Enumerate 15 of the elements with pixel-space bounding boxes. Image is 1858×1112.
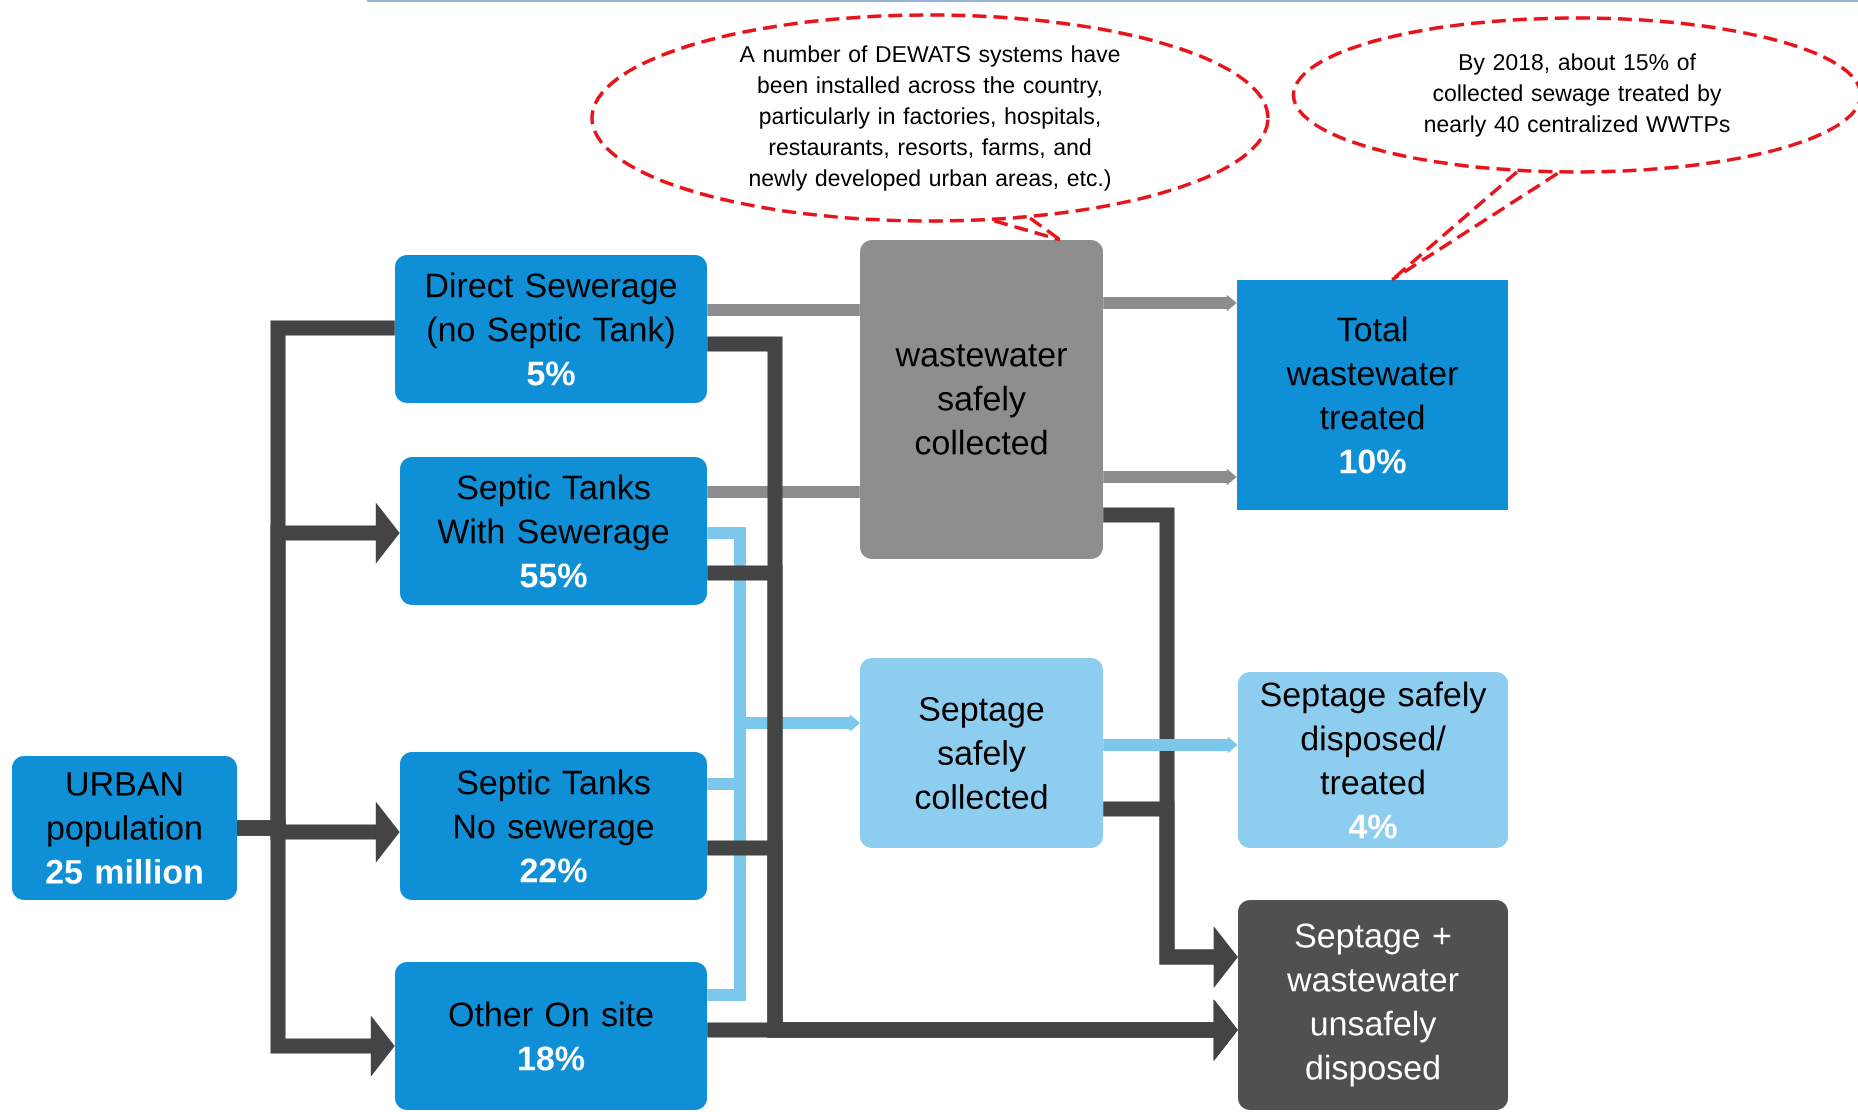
process-box: URBAN population 25 million <box>12 756 237 900</box>
callout-bubble: A number of DEWATS systems have been installed across the country, particularly in factories, hospitals, restaurants, resorts, farms, and newly developed urban areas, etc.) <box>590 13 1270 223</box>
process-box: Septage safely disposed/ treated 4% <box>1238 672 1508 848</box>
process-box: Total wastewater treated 10% <box>1237 280 1508 510</box>
process-box: Septage + wastewater unsafely disposed <box>1238 900 1508 1110</box>
process-box: Septic Tanks With Sewerage 55% <box>400 457 707 605</box>
callout-bubble: By 2018, about 15% of collected sewage treated by nearly 40 centralized WWTPs <box>1291 16 1858 174</box>
leader-line <box>1029 216 1062 242</box>
flow-arrow <box>707 714 860 1001</box>
process-box: Other On site 18% <box>395 962 707 1110</box>
leader-line <box>1391 172 1559 282</box>
process-box: Direct Sewerage (no Septic Tank) 5% <box>395 255 707 403</box>
process-box: Septage safely collected <box>860 658 1103 848</box>
process-box: Septic Tanks No sewerage 22% <box>400 752 707 900</box>
process-box: wastewater safely collected <box>860 240 1103 559</box>
